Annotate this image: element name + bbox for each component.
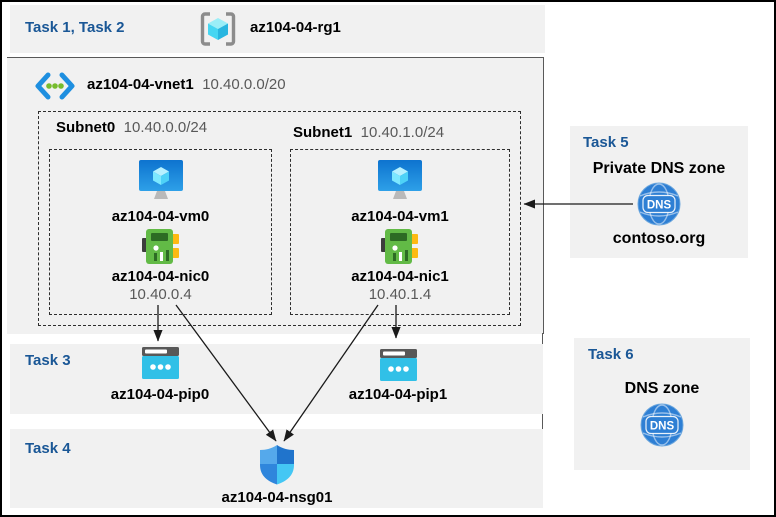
subnet1-cidr: 10.40.1.0/24 bbox=[360, 124, 445, 141]
pip1-label: az104-04-pip1 bbox=[348, 386, 448, 403]
private-dns-zone-icon: DNS bbox=[637, 182, 681, 226]
task-1-2-heading: Task 1, Task 2 bbox=[25, 19, 125, 36]
virtual-network-icon bbox=[35, 72, 75, 100]
task-1-2-panel: Task 1, Task 2 az104-04-rg1 bbox=[10, 5, 545, 53]
vm1-label: az104-04-vm1 bbox=[351, 208, 449, 225]
subnet1-name: Subnet1 bbox=[293, 124, 353, 141]
task-5-panel: Task 5 Private DNS zone DNS contoso.org bbox=[570, 126, 748, 258]
nic1-label: az104-04-nic1 bbox=[351, 268, 449, 285]
resource-group-label: az104-04-rg1 bbox=[250, 19, 341, 36]
pip1-node: az104-04-pip1 bbox=[333, 349, 463, 403]
task-4-heading: Task 4 bbox=[25, 440, 71, 457]
task-3-panel: Task 3 az104-04-pip0 az104-04-pip1 bbox=[10, 344, 543, 414]
pip0-node: az104-04-pip0 bbox=[95, 347, 225, 403]
nic0-label: az104-04-nic0 bbox=[111, 268, 210, 285]
task-6-heading: Task 6 bbox=[588, 346, 634, 363]
nic0-ip: 10.40.0.4 bbox=[129, 286, 192, 303]
right-divider-line bbox=[542, 333, 543, 499]
vm0-label: az104-04-vm0 bbox=[111, 208, 210, 225]
subnet0-name: Subnet0 bbox=[56, 119, 116, 136]
subnet0-cidr: 10.40.0.0/24 bbox=[123, 119, 208, 136]
nic1-icon bbox=[381, 229, 418, 264]
dns-icon-text: DNS bbox=[647, 200, 672, 212]
private-dns-zone-name: contoso.org bbox=[612, 230, 706, 247]
task-4-panel: Task 4 az104-04-nsg01 bbox=[10, 429, 543, 508]
nsg-label: az104-04-nsg01 bbox=[221, 489, 333, 506]
dns-zone-icon: DNS bbox=[640, 403, 684, 447]
network-security-group-icon bbox=[260, 445, 294, 485]
vnet-container: az104-04-vnet1 10.40.0.0/20 Subnet0 10.4… bbox=[7, 57, 544, 334]
resource-group-icon bbox=[200, 12, 236, 46]
task-3-heading: Task 3 bbox=[25, 352, 71, 369]
vnet-name: az104-04-vnet1 bbox=[87, 76, 194, 93]
task-6-panel: Task 6 DNS zone DNS bbox=[574, 338, 750, 470]
subnets-group-box: Subnet0 10.40.0.0/24 Subnet1 10.40.1.0/2… bbox=[38, 111, 521, 326]
dns-zone-title: DNS zone bbox=[624, 380, 700, 397]
virtual-machine-icon bbox=[138, 160, 183, 199]
nic1-ip: 10.40.1.4 bbox=[368, 286, 432, 303]
nic0-icon bbox=[141, 229, 179, 264]
dns-icon-text: DNS bbox=[650, 421, 675, 433]
vnet-cidr: 10.40.0.0/20 bbox=[202, 76, 286, 93]
public-ip-icon bbox=[141, 347, 179, 379]
nsg-node: az104-04-nsg01 bbox=[212, 444, 342, 506]
subnet0-box: az104-04-vm0 az104-04-nic0 10.40.0.4 bbox=[49, 149, 272, 315]
public-ip-icon bbox=[379, 349, 417, 381]
subnet1-box: az104-04-vm1 az104-04-nic1 10.40.1.4 bbox=[290, 149, 510, 315]
pip0-label: az104-04-pip0 bbox=[110, 386, 210, 403]
virtual-machine-icon bbox=[378, 160, 422, 199]
private-dns-zone-title: Private DNS zone bbox=[592, 160, 726, 177]
task-5-heading: Task 5 bbox=[583, 134, 629, 151]
